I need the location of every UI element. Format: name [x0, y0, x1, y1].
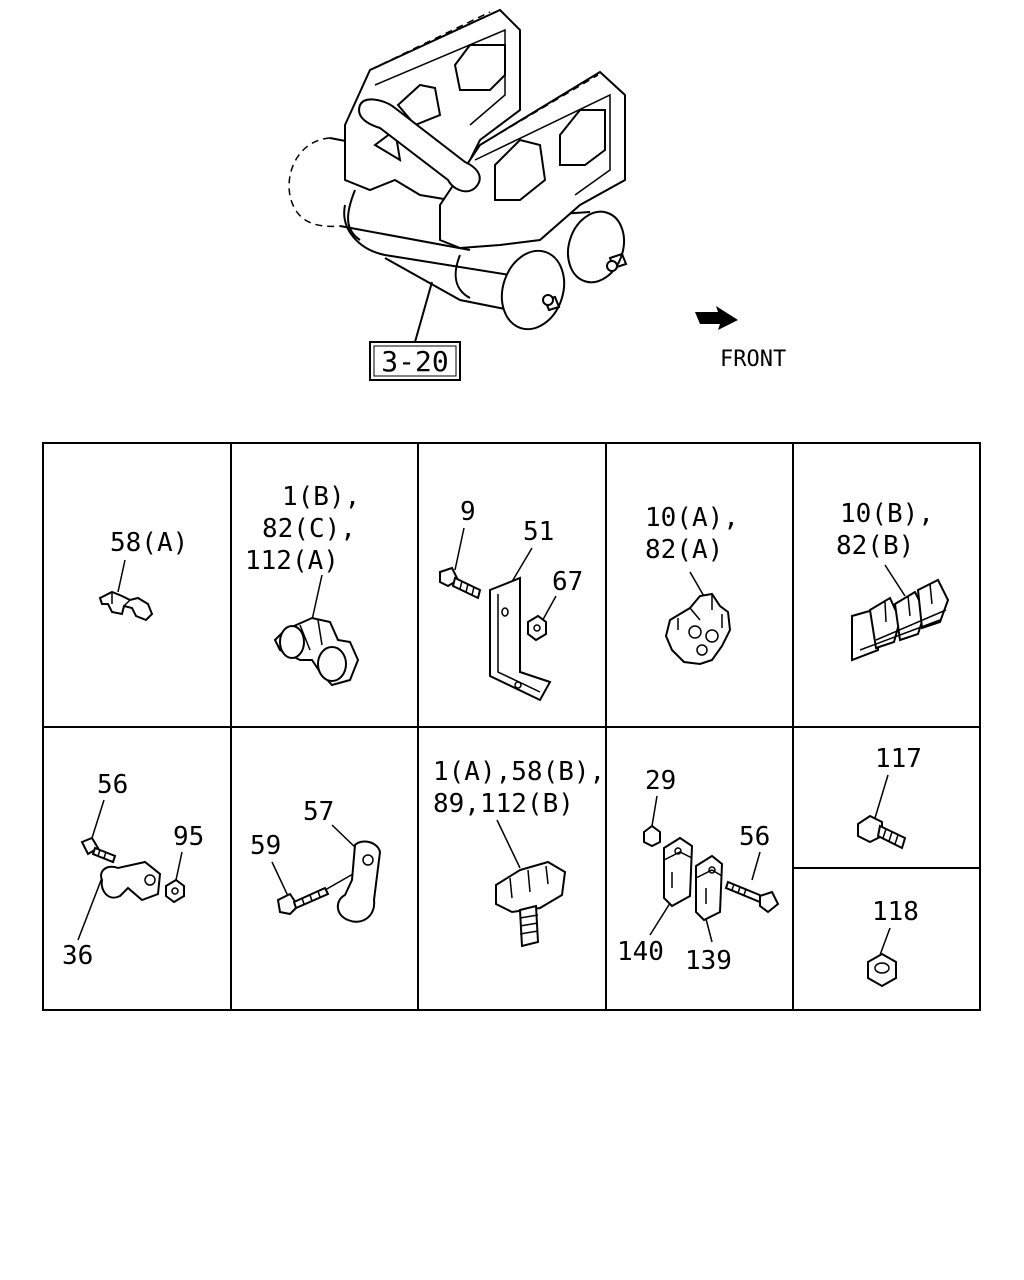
cell-58a: 58(A): [98, 528, 188, 622]
bracket-label: 51: [523, 517, 554, 547]
cell-1b-82c-112a: 1(B), 82(C), 112(A): [245, 482, 360, 687]
bolt-label: 9: [460, 497, 476, 527]
part-label-line1: 10(B),: [840, 499, 934, 529]
part-label: 117: [875, 744, 922, 774]
pipe-clamp-icon: [273, 616, 360, 687]
bolt-label: 56: [739, 822, 770, 852]
part-label: 58(A): [110, 528, 188, 558]
reference-box: 3-20: [369, 341, 461, 381]
part-label-line3: 112(A): [245, 546, 339, 576]
clamp-label: 36: [62, 941, 93, 971]
block-140-icon: [663, 836, 694, 908]
cell-1a-58b-89-112b: 1(A),58(B), 89,112(B): [433, 757, 605, 948]
bolt-icon: [276, 869, 361, 916]
part-label-line2: 82(A): [645, 535, 723, 565]
cell-57-59: 57 59: [250, 797, 382, 923]
part-label-line2: 89,112(B): [433, 789, 574, 819]
multi-clip-strip-icon: [851, 578, 950, 662]
clamp-label: 57: [303, 797, 334, 827]
part-label-line1: 1(B),: [282, 482, 360, 512]
flange-bolt-icon: [857, 814, 907, 850]
parts-grid: [42, 442, 981, 1011]
nut-icon: [165, 878, 185, 904]
hex-nut-icon: [867, 952, 897, 988]
p-clamp-icon: [100, 860, 162, 902]
nut-label: 95: [173, 822, 204, 852]
cell-10a-82a: 10(A), 82(A): [645, 503, 739, 666]
cell-9-51-67: 9 51 67: [439, 497, 583, 702]
cell-117: 117: [857, 744, 922, 850]
right-block-label: 139: [685, 946, 732, 976]
push-clip-icon: [495, 860, 567, 948]
front-label: FRONT: [720, 347, 786, 372]
bolt-label: 56: [97, 770, 128, 800]
cell-29-56-140-139: 29 56 140 139: [617, 766, 780, 976]
cell-56-95-36: 56 95 36: [62, 770, 204, 971]
nut-label: 29: [645, 766, 676, 796]
nut-icon: [527, 614, 547, 642]
cell-118: 118: [867, 897, 919, 988]
cell-10b-82b: 10(B), 82(B): [836, 499, 950, 662]
left-block-label: 140: [617, 937, 664, 967]
reference-number: 3-20: [381, 345, 448, 378]
clamp-strap-icon: [336, 840, 382, 923]
part-label-line1: 10(A),: [645, 503, 739, 533]
front-direction-indicator: FRONT: [695, 306, 786, 372]
air-tank-assembly: [288, 8, 628, 343]
bolt-icon: [439, 566, 482, 600]
part-label: 118: [872, 897, 919, 927]
bracket-icon: [489, 576, 552, 702]
nut-label: 67: [552, 567, 583, 597]
part-label-line1: 1(A),58(B),: [433, 757, 605, 787]
clip-icon: [98, 590, 154, 622]
block-139-icon: [695, 854, 724, 922]
bolt-icon: [724, 880, 780, 914]
part-label-line2: 82(B): [836, 531, 914, 561]
bolt-label: 59: [250, 831, 281, 861]
bolt-icon: [80, 836, 117, 864]
nut-icon: [643, 824, 661, 848]
multi-clip-icon: [664, 592, 732, 666]
part-label-line2: 82(C),: [262, 514, 356, 544]
front-arrow-icon: [695, 306, 738, 330]
